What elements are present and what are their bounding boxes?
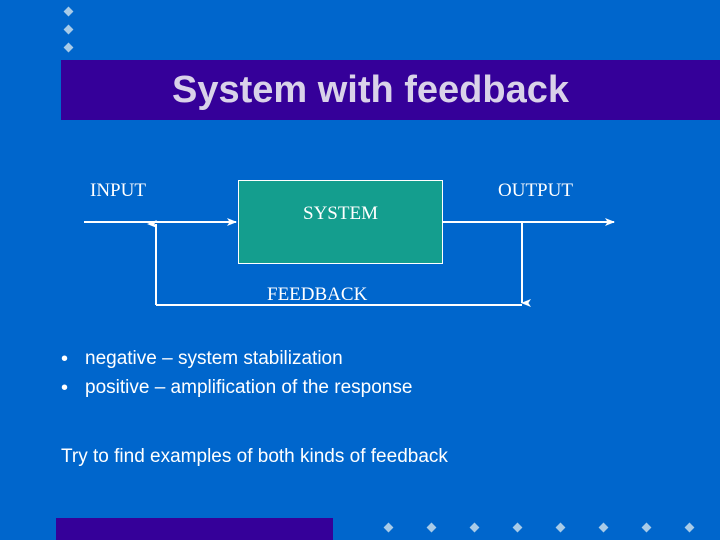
list-item-label: negative – system stabilization: [85, 348, 343, 369]
system-label: SYSTEM: [303, 203, 378, 224]
feedback-label: FEEDBACK: [267, 284, 368, 305]
diamond-dot-icon: [641, 522, 652, 533]
diamond-dot-icon: [63, 42, 74, 53]
page-title: System with feedback: [171, 69, 570, 111]
footer-bar: [56, 518, 333, 540]
list-item-label: positive – amplification of the response: [85, 377, 413, 398]
bullet-point-icon: •: [61, 348, 69, 370]
bullet-point-icon: •: [61, 377, 69, 399]
diamond-dot-icon: [63, 24, 74, 35]
diamond-dot-icon: [555, 522, 566, 533]
diamond-dot-icon: [512, 522, 523, 533]
diamond-dot-icon: [63, 6, 74, 17]
list-item: • positive – amplification of the respon…: [55, 374, 675, 403]
diamond-dot-icon: [684, 522, 695, 533]
title-band: System with feedback: [61, 60, 720, 120]
list-item: • negative – system stabilization: [55, 345, 675, 374]
system-block: SYSTEM: [238, 180, 443, 264]
diamond-dot-icon: [469, 522, 480, 533]
bullet-list: • negative – system stabilization • posi…: [55, 345, 675, 403]
closing-prompt-text: Try to find examples of both kinds of fe…: [61, 446, 448, 467]
output-label: OUTPUT: [498, 180, 573, 201]
diamond-dot-icon: [426, 522, 437, 533]
diamond-dot-icon: [383, 522, 394, 533]
input-label: INPUT: [90, 180, 146, 201]
diamond-dot-icon: [598, 522, 609, 533]
